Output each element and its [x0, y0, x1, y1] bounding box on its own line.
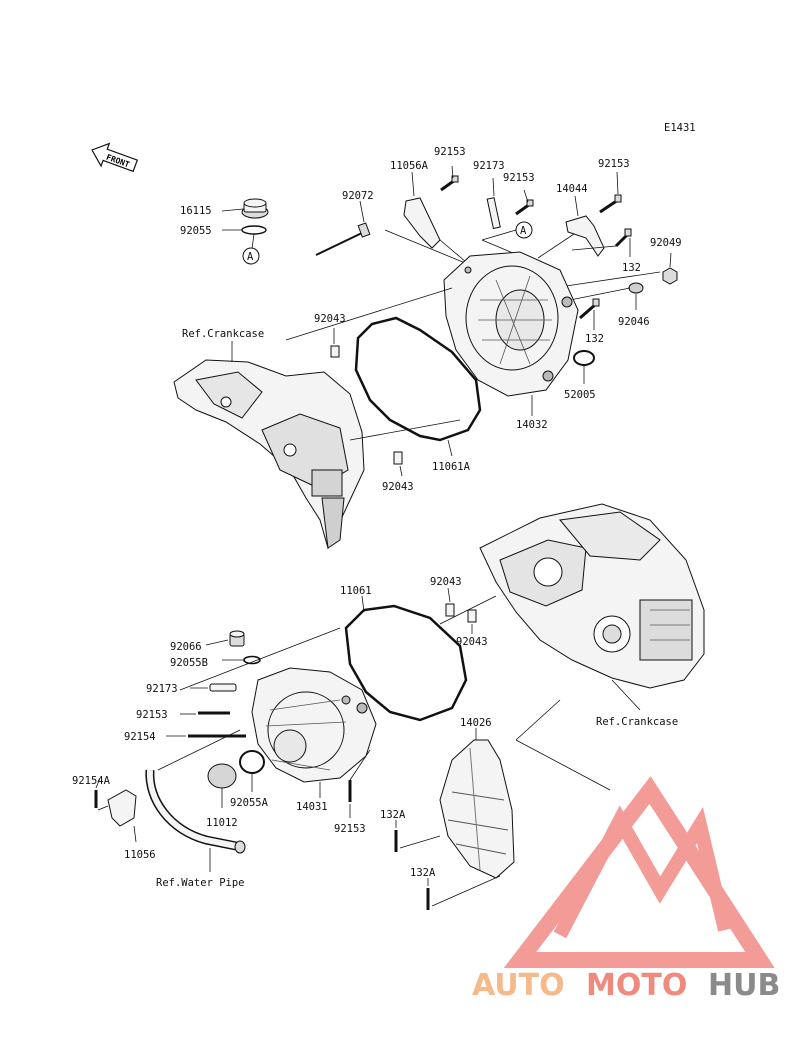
o-ring-92055	[241, 225, 267, 235]
oil-seal-52005	[573, 350, 595, 366]
bracket-11056	[107, 789, 137, 827]
plug-11012	[207, 763, 237, 789]
bracket-14044	[565, 215, 605, 257]
label-92043-b: 92043	[382, 481, 414, 493]
bolt-132-a	[614, 228, 632, 248]
label-14031: 14031	[296, 801, 328, 813]
crankcase-bottom	[479, 503, 705, 689]
washer-92046	[628, 282, 644, 294]
nut-92049	[662, 267, 678, 285]
ref-a-left: A	[247, 251, 254, 263]
label-92072: 92072	[342, 190, 374, 202]
bolt-92153-c	[599, 194, 622, 214]
dowel-92043-b	[393, 451, 403, 465]
watermark-part3: HUB	[708, 968, 780, 1003]
dowel-92043-d	[467, 609, 477, 623]
label-92055b: 92055B	[170, 657, 208, 669]
label-132a-b: 132A	[410, 867, 436, 879]
label-92153-c: 92153	[598, 158, 630, 170]
label-11056: 11056	[124, 849, 156, 861]
label-92153-a: 92153	[434, 146, 466, 158]
pin-92173-b	[209, 683, 237, 692]
label-14044: 14044	[556, 183, 588, 195]
dipstick	[315, 231, 365, 256]
label-16115: 16115	[180, 205, 212, 217]
label-ref-crankcase-bottom: Ref.Crankcase	[596, 716, 678, 728]
label-92173-b: 92173	[146, 683, 178, 695]
label-92043-a: 92043	[314, 313, 346, 325]
label-11061a: 11061A	[432, 461, 471, 473]
watermark-text: AUTO MOTO HUB	[472, 968, 780, 1003]
watermark-part2: MOTO	[586, 968, 687, 1003]
label-92066: 92066	[170, 641, 202, 653]
label-ref-crankcase-top: Ref.Crankcase	[182, 328, 264, 340]
label-92153-e: 92153	[334, 823, 366, 835]
label-92043-c: 92043	[430, 576, 462, 588]
label-92046: 92046	[618, 316, 650, 328]
label-92154: 92154	[124, 731, 156, 743]
label-92043-d: 92043	[456, 636, 488, 648]
dowel-92043-c	[445, 603, 455, 617]
label-132-b: 132	[585, 333, 604, 345]
cover-14026	[439, 739, 515, 879]
label-92153-b: 92153	[503, 172, 535, 184]
clutch-cover-14032	[443, 251, 579, 397]
label-92055a: 92055A	[230, 797, 269, 809]
watermark-part1: AUTO	[472, 968, 565, 1003]
ref-a-right: A	[520, 225, 527, 237]
bolt-132-b	[579, 298, 600, 320]
plug-92066	[229, 630, 245, 647]
pin-92173-a	[486, 197, 501, 230]
bolt-92153-a	[440, 175, 459, 192]
bracket-11056a	[403, 197, 441, 249]
oil-filler-cap	[241, 198, 269, 219]
label-92049: 92049	[650, 237, 682, 249]
bolt-92153-b	[515, 199, 534, 216]
generator-cover-14031	[251, 667, 377, 783]
label-14032: 14032	[516, 419, 548, 431]
gasket-11061	[344, 604, 468, 722]
label-92173-a: 92173	[473, 160, 505, 172]
label-11012: 11012	[206, 817, 238, 829]
diagram-code: E1431	[664, 122, 696, 134]
dowel-92043-a	[330, 345, 340, 358]
label-ref-water-pipe: Ref.Water Pipe	[156, 877, 245, 889]
label-11056a: 11056A	[390, 160, 429, 172]
label-11061: 11061	[340, 585, 372, 597]
label-132a-a: 132A	[380, 809, 406, 821]
label-92153-d: 92153	[136, 709, 168, 721]
o-ring-92055a	[239, 750, 265, 774]
label-132-a: 132	[622, 262, 641, 274]
label-14026: 14026	[460, 717, 492, 729]
crankcase-top	[173, 359, 365, 550]
label-92154a: 92154A	[72, 775, 111, 787]
gasket-11061a	[354, 316, 482, 442]
label-52005: 52005	[564, 389, 596, 401]
front-arrow-icon: FRONT	[91, 142, 139, 173]
label-92055: 92055	[180, 225, 212, 237]
watermark-logo-icon	[503, 776, 775, 968]
ref-a-circle-left	[242, 247, 260, 265]
